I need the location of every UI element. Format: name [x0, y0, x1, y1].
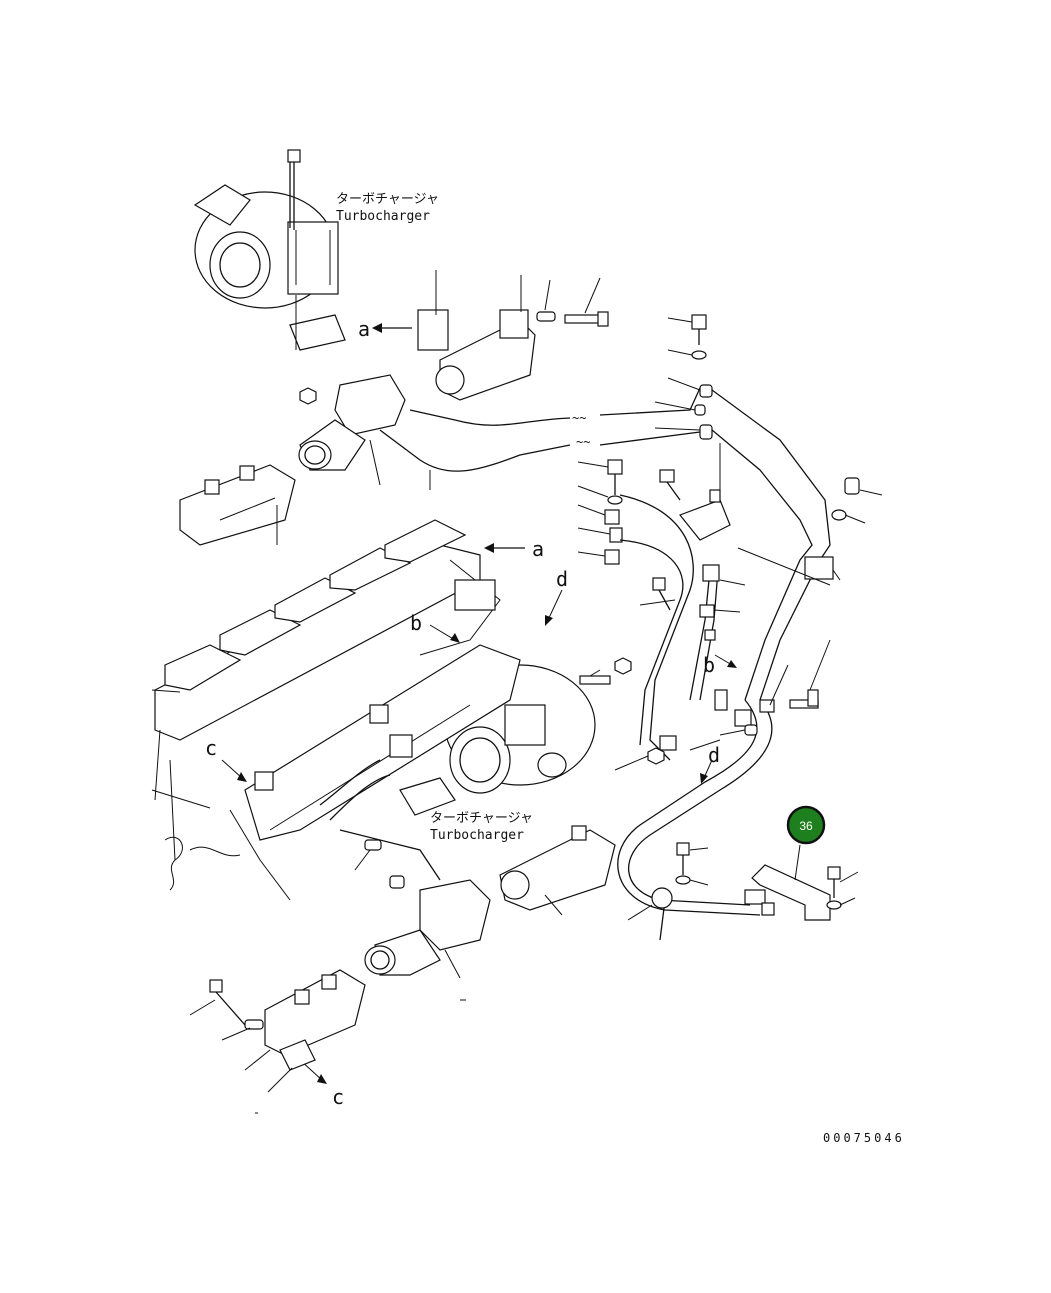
- ref-label-b-right: b: [703, 653, 715, 677]
- ref-arrow-a-middle: a: [484, 537, 544, 561]
- bolt-middle-left: [639, 577, 676, 611]
- leader-lines-upper: [276, 270, 601, 545]
- turbocharger-top-label-jp: ターボチャージャ: [336, 192, 439, 207]
- engine-block: [154, 519, 501, 861]
- pipe-lower: [319, 759, 441, 881]
- svg-text:~~: ~~: [576, 435, 590, 449]
- callout-number: 36: [799, 819, 813, 833]
- leader-lines-lower-left: [189, 999, 466, 1114]
- stud-nut-middle: [579, 657, 632, 685]
- stud-bolt-upper: [536, 311, 609, 327]
- sensor-lower: [354, 839, 405, 889]
- turbocharger-top: [193, 184, 339, 309]
- svg-text:~~: ~~: [572, 411, 586, 425]
- exhaust-manifold-upper-left: [179, 464, 296, 546]
- pipe-right-long: [711, 389, 831, 701]
- ref-label-a-upper: a: [358, 317, 370, 341]
- exhaust-elbow-upper: [298, 374, 406, 471]
- clip-middle: [699, 547, 831, 641]
- ref-label-d-upper: d: [556, 567, 568, 591]
- exhaust-manifold-upper-right: [417, 309, 536, 401]
- ref-arrow-c-lower: c: [299, 1059, 344, 1109]
- turbocharger-middle-label-jp: ターボチャージャ: [430, 811, 533, 826]
- ref-label-d-lower: d: [708, 743, 720, 767]
- ref-arrow-a-upper: a: [358, 317, 412, 341]
- bolt-washer-far-right: [804, 477, 883, 581]
- bolt-top: [287, 149, 301, 230]
- ref-arrow-d-upper: d: [545, 567, 568, 626]
- turbocharger-middle-label-en: Turbocharger: [430, 828, 524, 843]
- ref-arrow-d-lower: d: [700, 743, 720, 784]
- pipe-middle: [619, 494, 719, 761]
- ref-label-c-upper: c: [205, 736, 217, 760]
- exhaust-manifold-lower-right: [499, 825, 616, 916]
- bolt-lower-left: [209, 979, 264, 1030]
- gasket-top: [289, 295, 346, 351]
- ref-arrow-b-left: b: [410, 611, 460, 643]
- engine-lower-outline: [151, 689, 291, 901]
- exhaust-elbow-lower: [364, 879, 491, 979]
- exhaust-manifold-lower-left: [264, 969, 366, 1071]
- clips-right-middle: [614, 639, 831, 771]
- bolt-lower-right: [675, 842, 859, 910]
- bolt-washer-upper-right: [691, 314, 713, 440]
- gasket-middle: [399, 777, 456, 816]
- callout-badge-36[interactable]: 36: [786, 805, 826, 845]
- ref-label-c-lower: c: [332, 1085, 344, 1109]
- exhaust-manifold-lower-long: [244, 644, 521, 841]
- ref-arrow-b-right: b: [703, 653, 737, 677]
- leader-lines-right-upper: [654, 317, 701, 431]
- ref-arrow-c-upper: c: [205, 736, 247, 782]
- ref-label-a-middle: a: [532, 537, 544, 561]
- sensor-cables-upper: ~~ ~~: [379, 387, 701, 472]
- clamp-lower-right: [627, 887, 775, 921]
- turbocharger-top-label-en: Turbocharger: [336, 209, 430, 224]
- bracket-lower-right: [751, 844, 831, 921]
- ref-label-b-left: b: [410, 611, 422, 635]
- drawing-number: 00075046: [823, 1131, 905, 1145]
- leader-lines-middle: [577, 443, 721, 557]
- bracket-middle: [604, 459, 731, 565]
- nut-upper: [299, 387, 317, 405]
